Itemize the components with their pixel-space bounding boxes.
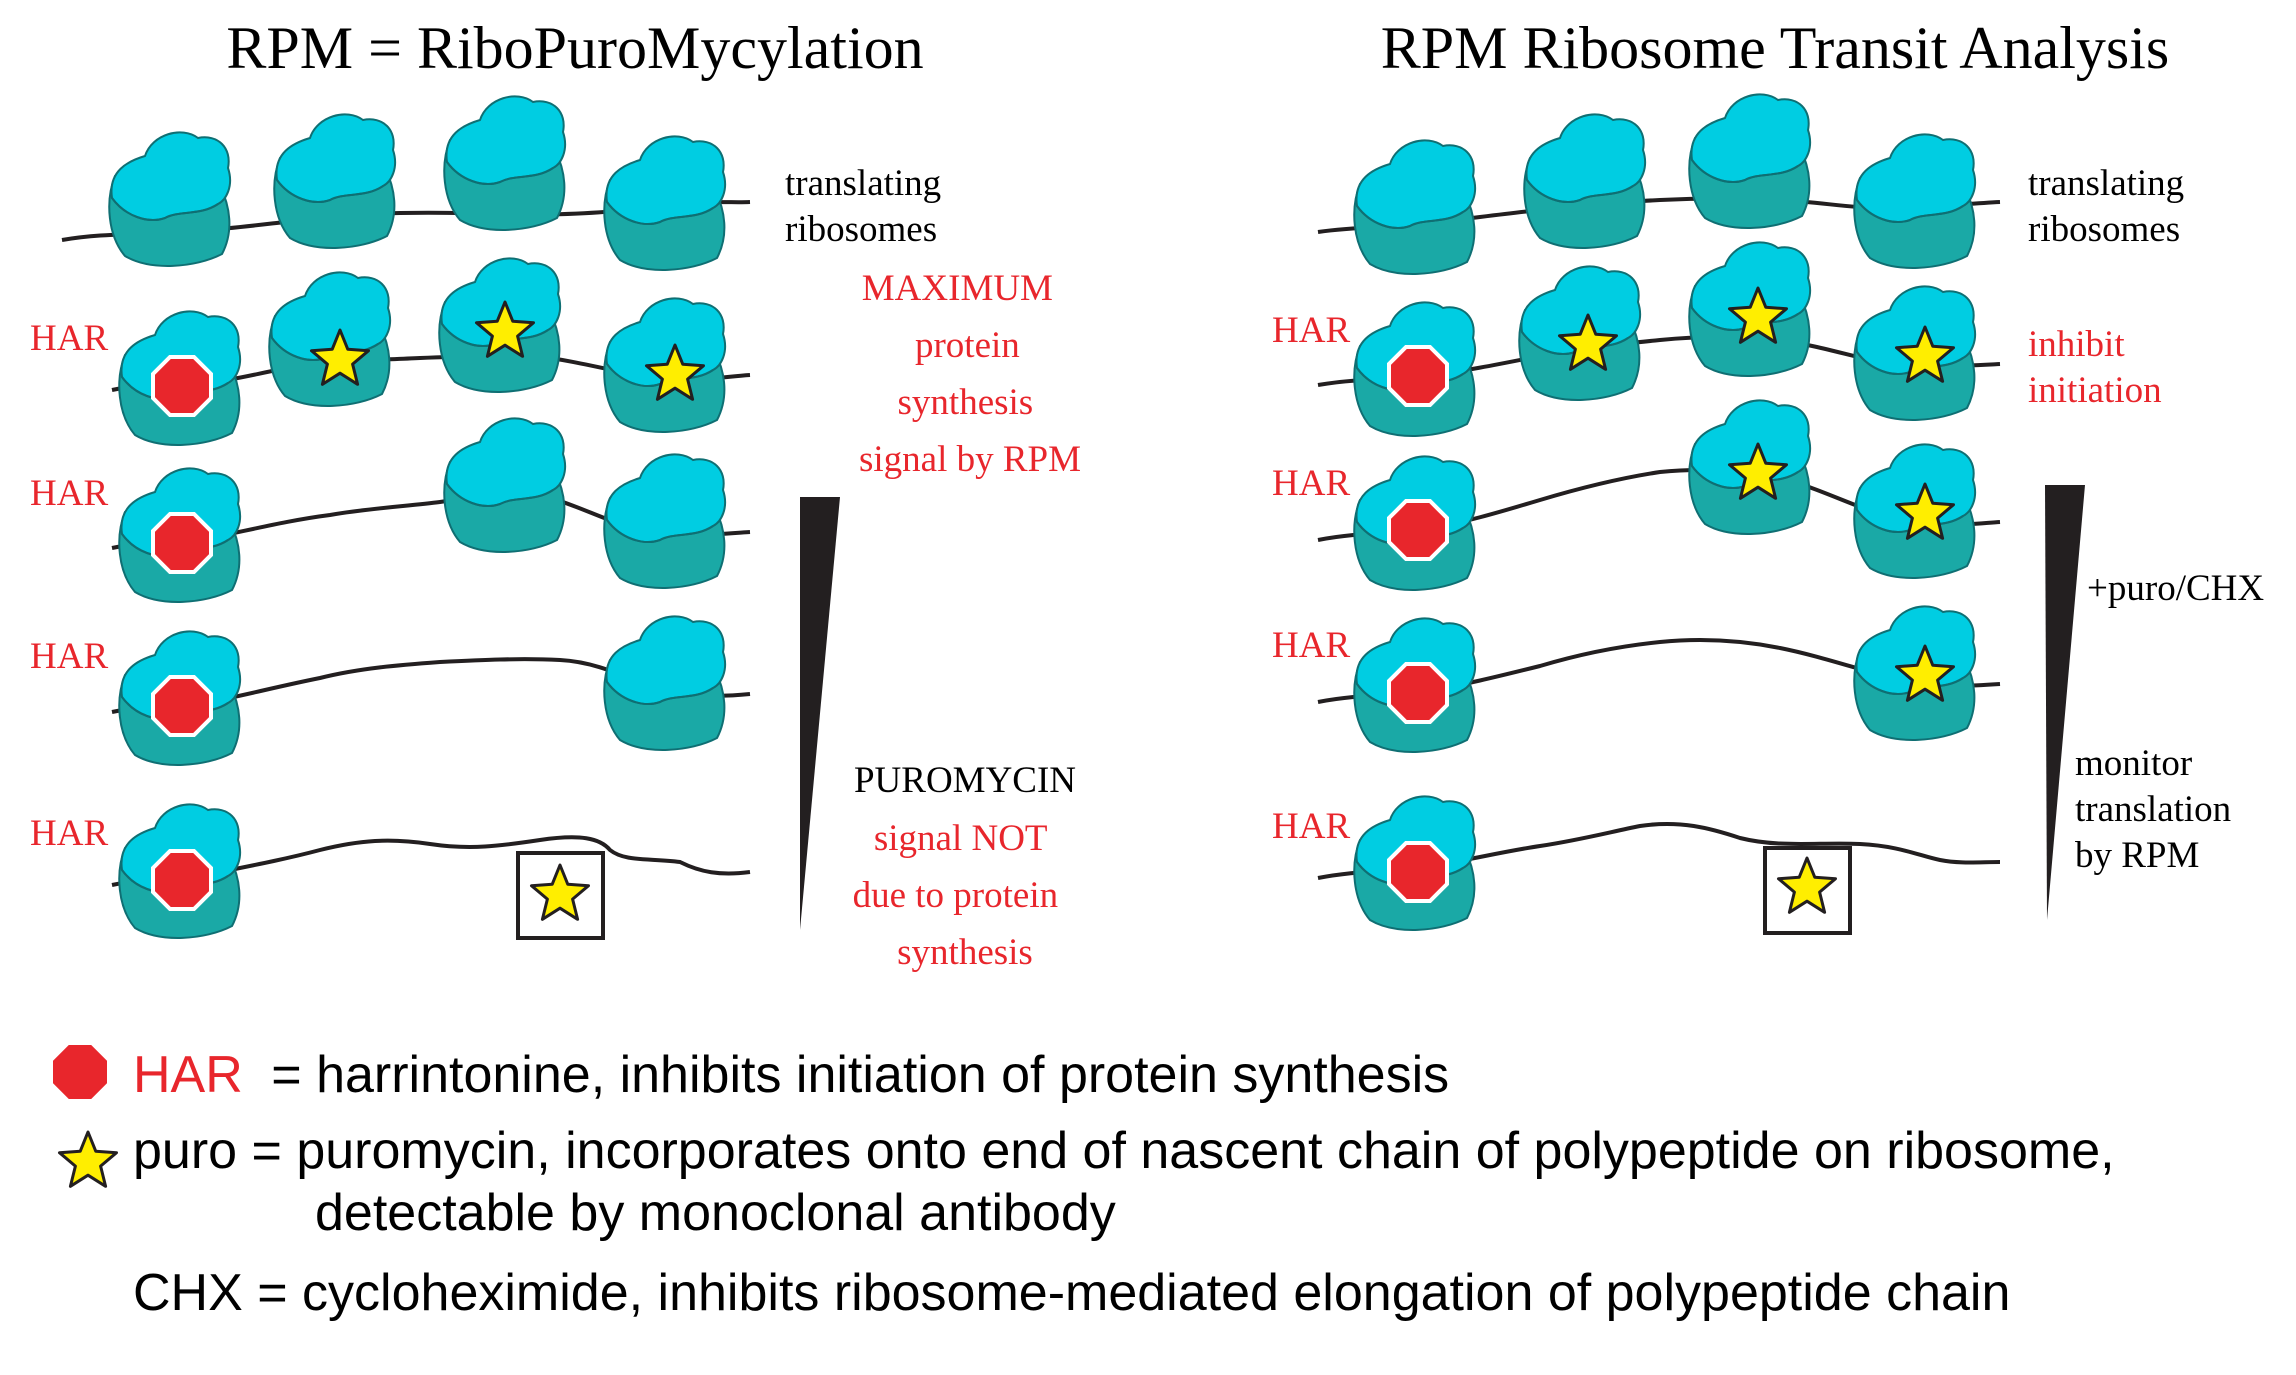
right-row-1 — [1317, 93, 2001, 275]
har-label: HAR — [1272, 310, 1350, 351]
label-puromycin: PUROMYCIN — [854, 760, 1076, 801]
ribosome — [268, 271, 392, 407]
legend-puro-line2: detectable by monoclonal antibody — [315, 1184, 1116, 1242]
right-row-3: HAR — [1272, 399, 2001, 591]
left-panel-title: RPM = RiboPuroMycylation — [226, 15, 923, 81]
label-signal-not: signal NOT due to protein synthesis — [853, 818, 1068, 973]
har-octagon-icon — [151, 355, 213, 417]
label-puro-chx: +puro/CHX — [2087, 568, 2264, 609]
ribosome — [1523, 113, 1647, 249]
ribosome — [1853, 133, 1977, 269]
har-label: HAR — [30, 473, 108, 514]
gradient-wedge — [2045, 485, 2085, 920]
label-inhibit-initiation: inhibit initiation — [2028, 324, 2162, 411]
legend-har-definition: = harrintonine, inhibits initiation of p… — [271, 1046, 1449, 1104]
har-label: HAR — [1272, 625, 1350, 666]
right-row-4: HAR — [1272, 605, 2001, 753]
har-label: HAR — [1272, 463, 1350, 504]
ribosome — [273, 113, 397, 249]
har-label: HAR — [30, 318, 108, 359]
left-panel: HAR HAR HAR — [30, 95, 1081, 973]
legend-puro-line1: puro = puromycin, incorporates onto end … — [133, 1122, 2115, 1180]
legend-har-row: HAR = harrintonine, inhibits initiation … — [49, 1041, 1449, 1104]
right-row-2: HAR — [1272, 241, 2001, 437]
har-octagon-icon — [1387, 662, 1449, 724]
left-row-3: HAR — [30, 417, 751, 603]
gradient-wedge — [800, 497, 840, 930]
ribosome — [443, 95, 567, 231]
ribosome — [1353, 139, 1477, 275]
har-label: HAR — [30, 813, 108, 854]
har-octagon-icon — [151, 849, 213, 911]
ribosome — [1688, 93, 1812, 229]
legend-har-abbrev: HAR — [133, 1046, 243, 1104]
har-octagon-icon — [151, 675, 213, 737]
legend: HAR = harrintonine, inhibits initiation … — [49, 1041, 2115, 1322]
ribosome — [603, 615, 727, 751]
ribosome — [443, 417, 567, 553]
label-translating: translating ribosomes — [785, 163, 950, 250]
ribosome — [603, 453, 727, 589]
legend-puro-row: puro = puromycin, incorporates onto end … — [58, 1122, 2115, 1242]
label-translating: translating ribosomes — [2028, 163, 2193, 250]
har-octagon-icon — [1387, 499, 1449, 561]
left-row-5: HAR — [30, 803, 751, 940]
label-maximum-signal: MAXIMUM protein synthesis signal by RPM — [859, 268, 1081, 480]
har-octagon-icon — [151, 512, 213, 574]
right-row-5: HAR — [1272, 795, 2001, 935]
ribosome — [108, 131, 232, 267]
right-panel-title: RPM Ribosome Transit Analysis — [1381, 15, 2170, 81]
label-monitor: monitor translation by RPM — [2075, 743, 2240, 876]
left-row-1 — [61, 95, 751, 271]
har-octagon-icon — [1387, 841, 1449, 903]
puro-star-icon — [58, 1130, 118, 1188]
legend-chx-row: CHX = cycloheximide, inhibits ribosome-m… — [133, 1264, 2010, 1322]
legend-chx-text: CHX = cycloheximide, inhibits ribosome-m… — [133, 1264, 2010, 1322]
har-label: HAR — [1272, 806, 1350, 847]
har-octagon-icon — [49, 1041, 111, 1103]
left-row-4: HAR — [30, 615, 751, 766]
right-panel: HAR HAR HAR — [1272, 93, 2264, 935]
ribosome — [603, 135, 727, 271]
legend-har-text: HAR = harrintonine, inhibits initiation … — [133, 1046, 1449, 1104]
har-label: HAR — [30, 636, 108, 677]
har-octagon-icon — [1387, 345, 1449, 407]
left-row-2: HAR — [30, 257, 751, 446]
